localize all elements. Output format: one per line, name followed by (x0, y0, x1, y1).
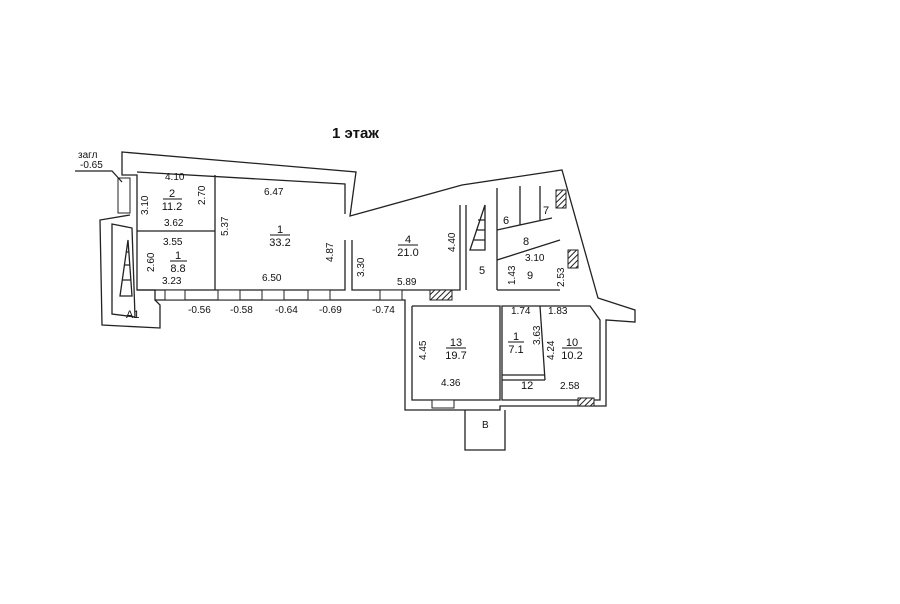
room-7: 7 (543, 205, 549, 217)
room-6: 6 (503, 215, 509, 227)
level-mark: -0.64 (275, 305, 298, 316)
dimensions: 4.10 3.10 2.70 3.62 3.55 2.60 3.23 5.37 … (140, 172, 580, 392)
entrance-note-label: загл (78, 150, 98, 161)
svg-text:33.2: 33.2 (269, 237, 290, 249)
svg-text:19.7: 19.7 (445, 350, 466, 362)
svg-text:1: 1 (513, 331, 519, 343)
svg-text:6.47: 6.47 (264, 187, 284, 198)
svg-text:3.62: 3.62 (164, 218, 184, 229)
entrance-note-level: -0.65 (80, 160, 103, 171)
room-9: 9 (527, 270, 533, 282)
room-1-large: 1 33.2 (269, 224, 290, 249)
svg-text:2.60: 2.60 (146, 252, 157, 272)
stairs-a1 (119, 239, 133, 297)
room-12: 12 (521, 380, 533, 392)
svg-text:5.89: 5.89 (397, 277, 417, 288)
window (217, 289, 241, 301)
room-1-small: 1 8.8 (170, 250, 187, 275)
svg-text:3.55: 3.55 (163, 237, 183, 248)
svg-text:4.24: 4.24 (546, 340, 557, 360)
level-mark: -0.74 (372, 305, 395, 316)
stairs (469, 204, 486, 251)
svg-text:4.87: 4.87 (325, 242, 336, 262)
svg-text:3.10: 3.10 (525, 253, 545, 264)
window (117, 177, 131, 214)
svg-text:2: 2 (169, 188, 175, 200)
room-1-7: 1 7.1 (508, 331, 524, 356)
inner-wall-left (136, 171, 346, 214)
svg-text:1.74: 1.74 (511, 306, 531, 317)
svg-text:2.70: 2.70 (197, 185, 208, 205)
window (379, 289, 403, 301)
window (431, 399, 455, 409)
porch-b (464, 410, 506, 451)
window (261, 289, 285, 301)
svg-text:7.1: 7.1 (508, 344, 523, 356)
window (164, 289, 186, 301)
hatched-column (429, 289, 453, 301)
room-2: 2 11.2 (162, 188, 183, 213)
svg-text:13: 13 (450, 337, 462, 349)
room-13: 13 19.7 (445, 337, 466, 362)
room-10: 10 10.2 (561, 337, 582, 362)
svg-text:10.2: 10.2 (561, 350, 582, 362)
svg-text:4.10: 4.10 (165, 172, 185, 183)
room-8: 8 (523, 236, 529, 248)
level-mark: -0.56 (188, 305, 211, 316)
svg-text:1.43: 1.43 (507, 265, 518, 285)
level-mark: -0.58 (230, 305, 253, 316)
hatched-column (555, 189, 567, 209)
svg-text:8.8: 8.8 (170, 263, 185, 275)
svg-text:1.83: 1.83 (548, 306, 568, 317)
room-walls (137, 175, 601, 401)
svg-text:4: 4 (405, 234, 411, 246)
leader-line (75, 170, 123, 183)
svg-text:3.63: 3.63 (532, 325, 543, 345)
floor-title: 1 этаж (332, 125, 379, 142)
svg-text:6.50: 6.50 (262, 273, 282, 284)
svg-text:2.58: 2.58 (560, 381, 580, 392)
svg-text:4.45: 4.45 (418, 340, 429, 360)
svg-text:4.36: 4.36 (441, 378, 461, 389)
svg-text:3.10: 3.10 (140, 195, 151, 215)
entrance-a1-wall (99, 214, 161, 329)
svg-text:5.37: 5.37 (220, 216, 231, 236)
svg-text:3.23: 3.23 (162, 276, 182, 287)
svg-text:4.40: 4.40 (447, 232, 458, 252)
svg-text:3.30: 3.30 (356, 257, 367, 277)
window (307, 289, 331, 301)
svg-text:1: 1 (277, 224, 283, 236)
entrance-b: В (482, 420, 489, 431)
svg-text:10: 10 (566, 337, 578, 349)
hatched-column (567, 249, 579, 269)
entrance-a1: А1 (126, 309, 139, 321)
level-mark: -0.69 (319, 305, 342, 316)
svg-text:21.0: 21.0 (397, 247, 418, 259)
svg-text:1: 1 (175, 250, 181, 262)
svg-text:11.2: 11.2 (162, 201, 183, 213)
room-4: 4 21.0 (397, 234, 418, 259)
room-5: 5 (479, 265, 485, 277)
hatched-column (577, 397, 595, 407)
svg-text:2.53: 2.53 (556, 267, 567, 287)
